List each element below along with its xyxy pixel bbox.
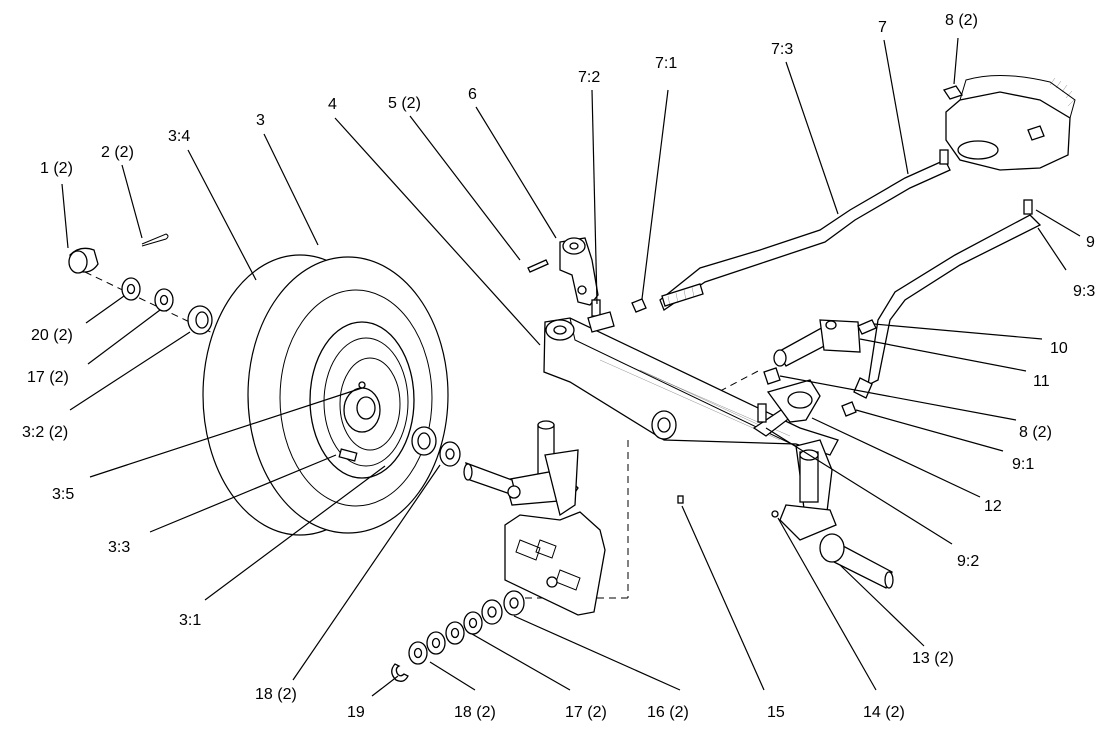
leader-lines [61, 37, 1081, 697]
callout-8-mid: 8 (2) [1019, 424, 1052, 441]
bolt-7-2 [591, 299, 601, 317]
nut-8-mid [763, 367, 781, 385]
callout-8-top: 8 (2) [945, 12, 978, 29]
pivot-bracket [763, 319, 877, 423]
tie-rod-thread [853, 377, 873, 399]
grease-fitting-3-5 [358, 381, 366, 389]
callout-9-3: 9:3 [1073, 283, 1095, 300]
callout-19: 19 [347, 704, 365, 721]
callout-6: 6 [468, 86, 477, 103]
callout-2: 2 (2) [101, 144, 134, 161]
valve-stem [338, 448, 358, 462]
axle-support-bracket [504, 511, 606, 616]
sector-plate [945, 91, 1071, 171]
callout-7-3: 7:3 [771, 41, 793, 58]
callout-7-1: 7:1 [655, 55, 677, 72]
cotter-pin [141, 233, 169, 247]
left-hardware [68, 233, 461, 467]
callout-3: 3 [256, 112, 265, 129]
grease-fittings [677, 495, 779, 518]
bolt-drag-link [939, 149, 949, 165]
steering-arm [527, 237, 647, 333]
drag-link [659, 159, 951, 311]
left-spindle [463, 420, 579, 517]
callout-3-4: 3:4 [168, 128, 190, 145]
callout-1: 1 (2) [40, 160, 73, 177]
callout-10: 10 [1050, 340, 1068, 357]
callout-20: 20 (2) [31, 327, 73, 344]
nut-7-1 [631, 298, 647, 313]
callout-16: 16 (2) [647, 704, 689, 721]
callout-15: 15 [767, 704, 785, 721]
callout-3-1: 3:1 [179, 612, 201, 629]
callout-9-2: 9:2 [957, 553, 979, 570]
callout-9-1: 9:1 [1012, 456, 1034, 473]
wheel-assembly [202, 254, 449, 536]
steering-arm-6 [559, 237, 599, 306]
drag-link-7-3 [659, 159, 951, 311]
callout-4: 4 [328, 96, 337, 113]
callout-11: 11 [1033, 373, 1050, 390]
callout-18-bottom: 18 (2) [454, 704, 496, 721]
callout-3-5: 3:5 [52, 486, 74, 503]
bolt-10 [857, 319, 877, 335]
callout-12: 12 [984, 498, 1002, 515]
washer-stack [391, 590, 525, 682]
right-spindle [779, 449, 894, 589]
grease-fitting-14 [771, 510, 779, 518]
callout-18-left: 18 (2) [255, 686, 297, 703]
callout-3-2: 3:2 (2) [22, 424, 68, 441]
callout-17-bottom: 17 (2) [565, 704, 607, 721]
tie-rod-9-3 [867, 214, 1042, 387]
nut-8-top [942, 85, 964, 100]
callout-5: 5 (2) [388, 95, 421, 112]
sector-gear-plate [939, 75, 1076, 215]
callout-7: 7 [878, 19, 887, 36]
threaded-end [661, 283, 704, 307]
callout-14: 14 (2) [863, 704, 905, 721]
callout-3-3: 3:3 [108, 539, 130, 556]
grease-fitting-15 [677, 495, 684, 504]
callout-7-2: 7:2 [578, 69, 600, 86]
callout-9: 9 [1086, 234, 1095, 251]
pin-5 [527, 259, 549, 273]
nut-9-1 [841, 401, 857, 417]
callout-labels: 1 (2) 2 (2) 3:4 3 4 5 (2) 6 7:2 7:1 7:3 … [22, 12, 1095, 721]
support-plate [504, 511, 606, 616]
callout-13: 13 (2) [912, 650, 954, 667]
bolt-9 [1023, 199, 1033, 215]
callout-17-left: 17 (2) [27, 369, 69, 386]
